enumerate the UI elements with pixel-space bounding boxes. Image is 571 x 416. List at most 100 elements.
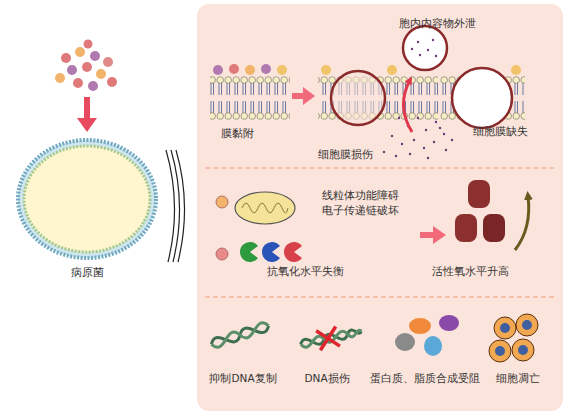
pathogen-particles-part	[90, 51, 100, 61]
content-leak-part	[403, 80, 412, 132]
pathogen-particles-part	[55, 73, 65, 83]
pathogen-particles-part	[82, 62, 92, 72]
content-leak-part	[411, 48, 413, 50]
mitochondria-part	[216, 196, 228, 208]
node-label: 膜黏附	[221, 126, 254, 141]
pathogen-particles	[55, 40, 117, 92]
node-label: 细胞膜缺失	[473, 124, 528, 139]
node-label: 抗氧化水平失衡	[267, 264, 344, 279]
pathogen-particles-part	[73, 78, 83, 88]
mitochondria-part	[235, 192, 295, 224]
content-leak-part	[383, 151, 385, 153]
ros-symbol-part	[455, 214, 477, 242]
node-label: 线粒体功能障碍 电子传递链破坏	[322, 188, 400, 217]
ros-symbol-part	[515, 196, 529, 250]
pink-arrow-part	[292, 93, 304, 99]
broken-dna-part	[300, 327, 362, 348]
effects-panel	[197, 4, 563, 411]
content-leak-part	[423, 147, 425, 149]
ros-symbol-part	[468, 180, 490, 208]
separator-curves-part	[166, 150, 175, 262]
membrane-adhesion	[210, 64, 290, 120]
pathogen-particles-part	[88, 81, 98, 91]
protein-blobs-part	[395, 333, 415, 351]
content-leak	[383, 26, 453, 159]
apoptotic-cells-part	[522, 320, 532, 330]
down-arrow	[77, 97, 97, 132]
effects-panel-part	[205, 167, 556, 168]
pathogen-particles-part	[96, 69, 106, 79]
node-label: 胞内内容物外泄	[399, 16, 476, 31]
content-leak-part	[427, 49, 429, 51]
dna-helix-part	[210, 321, 270, 349]
biosynthesis-band: 抑制DNA复制DNA损伤蛋白质、脂质合成受阻细胞凋亡	[197, 297, 563, 411]
pink-arrow	[292, 87, 315, 105]
membrane-damage-part	[331, 71, 385, 125]
node-label: 活性氧水平升高	[432, 264, 509, 279]
content-leak-part	[398, 117, 400, 119]
protein-blobs-part	[409, 318, 431, 334]
content-leak-part	[383, 39, 453, 159]
broken-dna	[299, 322, 364, 354]
content-leak-part	[451, 139, 453, 141]
apoptotic-cells-part	[495, 346, 505, 356]
content-leak-part	[435, 55, 437, 57]
effects-panel-part	[197, 4, 563, 411]
node-label: 细胞凋亡	[496, 371, 540, 386]
apoptotic-cells-part	[512, 339, 534, 361]
membrane-damage	[318, 65, 438, 125]
content-leak-part	[432, 39, 434, 41]
antioxidant-enzymes	[216, 242, 302, 262]
membrane-damage-part	[387, 65, 397, 75]
membrane-adhesion-part	[261, 64, 271, 74]
down-arrow-part	[84, 97, 90, 119]
pathogen-particles-part	[67, 65, 77, 75]
content-leak-part	[427, 157, 429, 159]
pink-arrow-part	[433, 226, 446, 244]
membrane-adhesion-part	[277, 65, 287, 75]
ros-symbol	[455, 180, 529, 250]
broken-dna-part	[316, 327, 340, 351]
inner-membrane	[24, 146, 150, 252]
down-arrow-part	[77, 118, 97, 132]
mitochondria	[216, 192, 295, 224]
separator-curves	[166, 150, 185, 262]
protein-blobs	[395, 315, 459, 356]
content-leak-part	[409, 153, 411, 155]
pathogen-particles-part	[61, 53, 71, 63]
membrane-loss-part	[452, 68, 512, 128]
pink-arrow	[420, 226, 446, 244]
membrane-adhesion-part	[229, 64, 239, 74]
antioxidant-enzymes-part	[240, 242, 258, 262]
pink-arrow-part	[420, 232, 434, 238]
content-leak-part	[401, 143, 403, 145]
membrane-adhesion-part	[245, 65, 255, 75]
pink-arrow-part	[303, 87, 315, 105]
antioxidant-enzymes-part	[262, 242, 280, 262]
broken-dna-part	[300, 327, 362, 348]
pathogen-particles-part	[103, 57, 113, 67]
separator-curves-part	[171, 150, 180, 262]
broken-dna-part	[316, 327, 340, 351]
node-label: 细胞膜损伤	[318, 147, 373, 162]
node-label: DNA损伤	[304, 371, 349, 386]
oval-outline	[15, 135, 160, 285]
content-leak-part	[433, 141, 435, 143]
content-leak-part	[425, 129, 427, 131]
pathogen-particles-part	[107, 77, 117, 87]
protein-blobs-part	[424, 336, 442, 356]
content-leak-part	[419, 54, 421, 56]
node-label: 蛋白质、脂质合成受阻	[370, 371, 480, 386]
membrane-loss	[440, 65, 525, 128]
apoptotic-cells-part	[518, 345, 528, 355]
dna-helix-part	[210, 321, 270, 349]
oxidative-band: 线粒体功能障碍 电子传递链破坏抗氧化水平失衡 活性氧水平升高	[197, 168, 563, 297]
content-leak-part	[417, 41, 419, 43]
content-leak-part	[403, 26, 447, 70]
pathogen-particles-part	[75, 47, 85, 57]
antioxidant-enzymes-part	[284, 242, 302, 262]
mitochondria-part	[242, 203, 288, 213]
apoptotic-cells-part	[494, 317, 516, 339]
ros-symbol-part	[483, 214, 505, 242]
